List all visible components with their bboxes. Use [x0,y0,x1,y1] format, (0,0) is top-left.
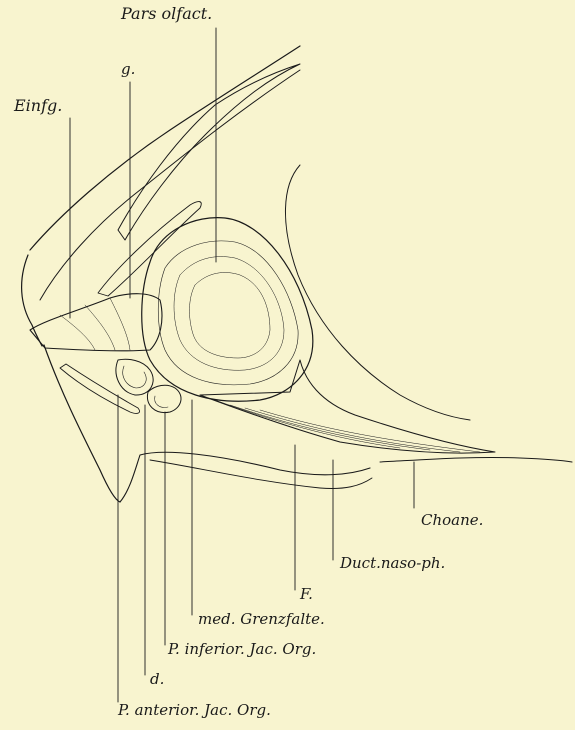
label-d: d. [150,672,164,687]
lower-cartilage [60,364,140,413]
label-p-inferior: P. inferior. Jac. Org. [168,642,316,657]
label-med-grenzfalte: med. Grenzfalte. [198,612,325,627]
label-p-anterior: P. anterior. Jac. Org. [118,703,271,718]
skin-contour-upper-inner [40,70,300,300]
jacobson-organ-coil-2 [147,385,181,412]
pars-olfact-body [142,218,313,402]
posterior-contour [285,165,470,420]
label-einfg: Einfg. [14,98,62,114]
palate-line [380,457,572,462]
nasal-bone [118,64,300,240]
dorsal-fragment [98,202,201,296]
label-f: F. [300,587,313,602]
label-choane: Choane. [421,513,483,528]
label-g: g. [121,62,135,77]
skin-contour-upper [30,46,300,250]
label-pars-olfact: Pars olfact. [121,6,212,22]
jacobson-organ-coil-1 [116,359,153,395]
duct-naso-ph [200,360,495,453]
label-duct-naso-ph: Duct.naso-ph. [340,556,445,571]
snout-underside [44,345,120,502]
